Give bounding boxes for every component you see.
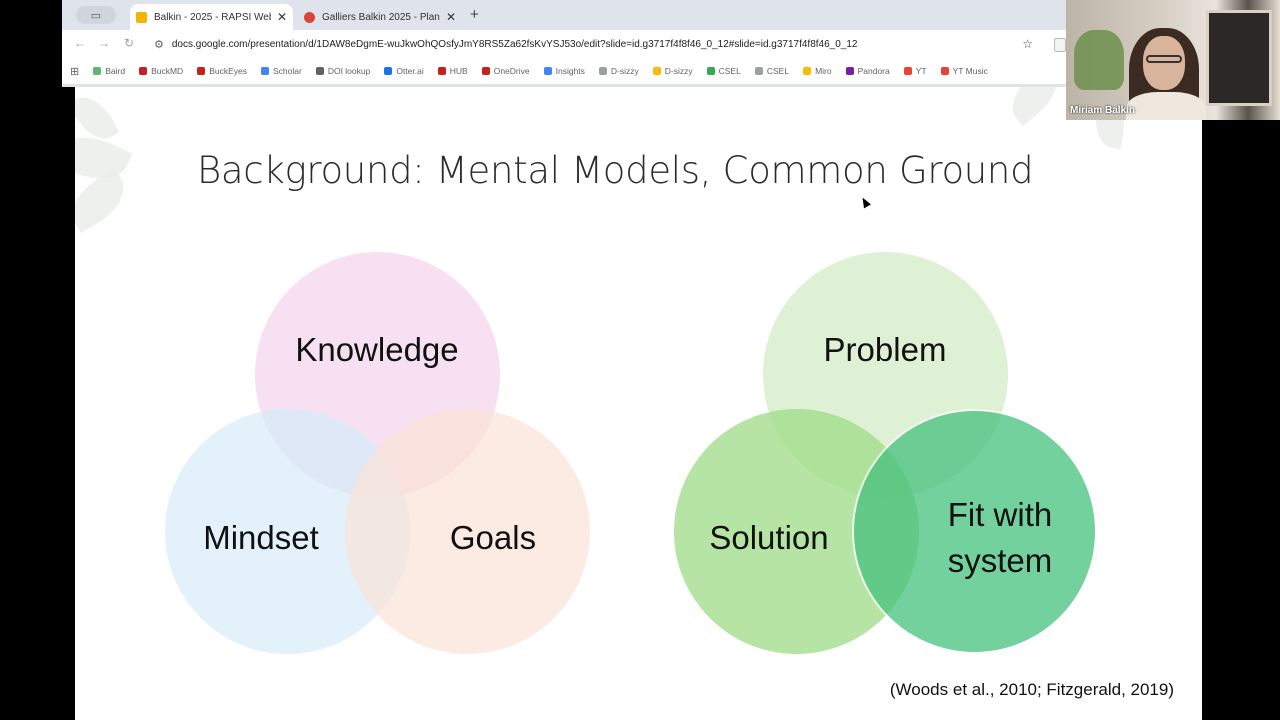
bookmark-icon <box>940 67 949 75</box>
bookmark-item[interactable]: Insights <box>543 66 585 76</box>
bookmark-icon <box>903 67 912 75</box>
bookmark-star-icon[interactable]: ☆ <box>1022 37 1033 51</box>
bookmark-label: Otter.ai <box>396 66 424 76</box>
bookmark-label: HUB <box>449 66 468 76</box>
bookmarks-bar: ⊞ Baird BuckMD BuckEyes Scholar DOI lookup Ot… <box>62 58 1066 84</box>
new-tab-button[interactable]: + <box>470 6 479 23</box>
venn-label-knowledge: Knowledge <box>295 331 459 368</box>
url-text: docs.google.com/presentation/d/1DAW8eDgm… <box>171 38 858 50</box>
glasses-icon <box>1146 55 1182 63</box>
citation: (Woods et al., 2010; Fitzgerald, 2019) <box>889 680 1174 699</box>
back-icon[interactable]: ← <box>74 36 86 50</box>
leaf-decoration <box>75 169 135 233</box>
bookmark-label: Baird <box>105 66 126 76</box>
tab-search-button[interactable]: ▭ <box>76 6 116 24</box>
bookmark-item[interactable]: Pandora <box>845 66 890 76</box>
participant-video: Miriam Balkin <box>1066 0 1280 120</box>
venn-label-problem: Problem <box>823 331 947 368</box>
mouse-cursor-icon <box>859 195 871 209</box>
close-tab-icon[interactable]: ✕ <box>445 10 456 24</box>
bookmark-label: BuckMD <box>151 66 184 76</box>
bookmark-item[interactable]: DOI lookup <box>315 66 371 76</box>
bookmark-label: DOI lookup <box>327 66 371 76</box>
bookmark-icon <box>598 67 607 75</box>
bookmark-label: Miro <box>815 66 832 76</box>
person-body <box>1126 92 1206 120</box>
bookmark-label: D-sizzy <box>610 66 639 76</box>
venn-label-goals: Goals <box>449 519 537 556</box>
address-bar[interactable]: ⚙ docs.google.com/presentation/d/1DAW8eD… <box>144 33 1039 55</box>
participant-name: Miriam Balkin <box>1070 105 1136 116</box>
bookmark-label: OneDrive <box>493 66 530 76</box>
bookmark-label: CSEL <box>766 66 790 76</box>
plant-decoration <box>1074 30 1124 90</box>
bookmark-icon <box>845 67 854 75</box>
bookmark-item[interactable]: Scholar <box>260 66 302 76</box>
bookmark-item[interactable]: YT <box>903 66 927 76</box>
bookmark-label: YT <box>915 66 927 76</box>
bookmark-icon <box>260 67 269 75</box>
browser-window: ▭ Balkin - 2025 - RAPSI Webinar ✕ Gallie… <box>62 0 1066 87</box>
bookmark-item[interactable]: BuckMD <box>139 66 183 76</box>
venn-circle-fit-with-system <box>852 409 1097 654</box>
venn-label-solution: Solution <box>709 519 829 556</box>
bookmark-label: Scholar <box>272 66 302 76</box>
venn-label-fit-with-system: Fit with system <box>947 496 1053 579</box>
bookmark-icon <box>754 67 763 75</box>
tab-title: Galliers Balkin 2025 - Planning <box>322 11 440 23</box>
bookmark-item[interactable]: BuckEyes <box>197 66 247 76</box>
tab-bar: ▭ Balkin - 2025 - RAPSI Webinar ✕ Gallie… <box>62 0 1066 30</box>
bookmark-label: CSEL <box>718 66 741 76</box>
close-tab-icon[interactable]: ✕ <box>276 10 287 24</box>
extension-icon[interactable] <box>1054 38 1066 52</box>
bookmark-item[interactable]: CSEL <box>706 66 741 76</box>
bookmark-item[interactable]: Miro <box>803 66 832 76</box>
bookmark-icon <box>543 67 552 75</box>
slide-title: Background: Mental Models, Common Ground <box>197 149 1034 192</box>
browser-toolbar: ← → ↻ ⚙ docs.google.com/presentation/d/1… <box>62 30 1066 58</box>
bookmark-icon <box>652 67 661 75</box>
site-settings-icon[interactable]: ⚙ <box>154 38 164 51</box>
bookmark-icon <box>197 67 206 75</box>
reload-icon[interactable]: ↻ <box>124 36 135 50</box>
venn-circle-goals <box>345 409 590 654</box>
drive-icon <box>304 11 315 23</box>
bookmark-label: BuckEyes <box>209 66 247 76</box>
bookmark-item[interactable]: D-sizzy <box>598 66 639 76</box>
bookmark-item[interactable]: HUB <box>437 66 468 76</box>
presentation-slide: Background: Mental Models, Common Ground… <box>75 87 1202 720</box>
tab-title: Balkin - 2025 - RAPSI Webinar <box>154 11 271 23</box>
slides-icon <box>136 11 147 23</box>
window-decoration <box>1206 10 1272 106</box>
tab-rapsi-webinar[interactable]: Balkin - 2025 - RAPSI Webinar ✕ <box>130 4 293 30</box>
bookmark-item[interactable]: YT Music <box>940 66 988 76</box>
leaf-decoration <box>1001 87 1069 127</box>
bookmark-icon <box>384 67 393 75</box>
tab-search-icon: ▭ <box>90 9 102 22</box>
venn-label-mindset: Mindset <box>203 519 319 556</box>
apps-grid-icon[interactable]: ⊞ <box>70 65 80 78</box>
bookmark-item[interactable]: D-sizzy <box>652 66 693 76</box>
bookmark-icon <box>437 67 446 75</box>
bookmark-icon <box>93 67 102 75</box>
bookmark-item[interactable]: Otter.ai <box>384 66 424 76</box>
bookmark-icon <box>139 67 148 75</box>
bookmark-item[interactable]: CSEL <box>754 66 790 76</box>
bookmark-icon <box>803 67 812 75</box>
bookmark-icon <box>315 67 324 75</box>
person-face <box>1143 36 1185 90</box>
bookmark-item[interactable]: OneDrive <box>481 66 530 76</box>
forward-icon[interactable]: → <box>98 36 110 50</box>
tab-planning[interactable]: Galliers Balkin 2025 - Planning ✕ <box>298 4 462 30</box>
bookmark-label: Insights <box>555 66 585 76</box>
bookmark-label: D-sizzy <box>664 66 693 76</box>
bookmark-label: YT Music <box>952 66 988 76</box>
bookmark-icon <box>706 67 715 75</box>
bookmark-item[interactable]: Baird <box>93 66 125 76</box>
bookmark-label: Pandora <box>857 66 890 76</box>
bookmark-icon <box>481 67 490 75</box>
